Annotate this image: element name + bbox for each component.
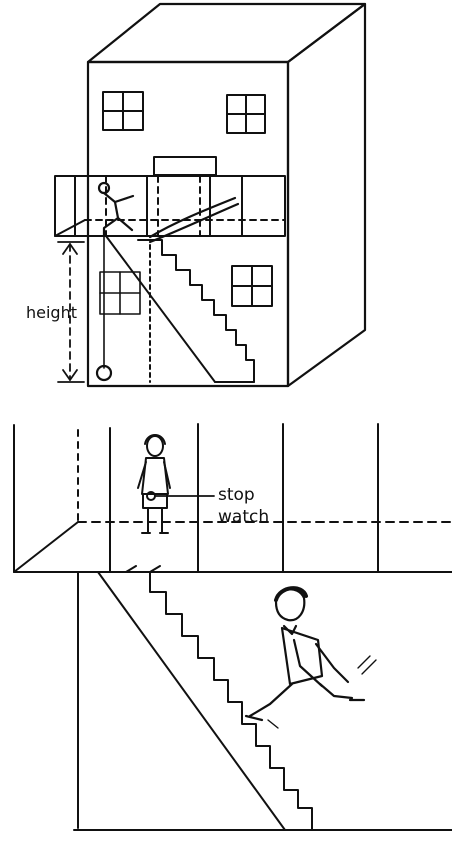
stop-label: stop — [218, 485, 255, 505]
lower-window-right — [232, 266, 272, 306]
balcony — [55, 157, 285, 236]
lower-window-left — [100, 272, 140, 314]
upper-window-right — [227, 95, 265, 133]
person-with-plumb-line — [97, 183, 238, 380]
running-man — [246, 588, 376, 728]
staircase-bottom — [98, 566, 312, 830]
timer-person — [138, 435, 170, 533]
upper-window-left — [103, 92, 143, 130]
height-label: height — [26, 303, 77, 322]
watch-label: watch — [218, 507, 269, 527]
staircase-top — [106, 236, 254, 382]
